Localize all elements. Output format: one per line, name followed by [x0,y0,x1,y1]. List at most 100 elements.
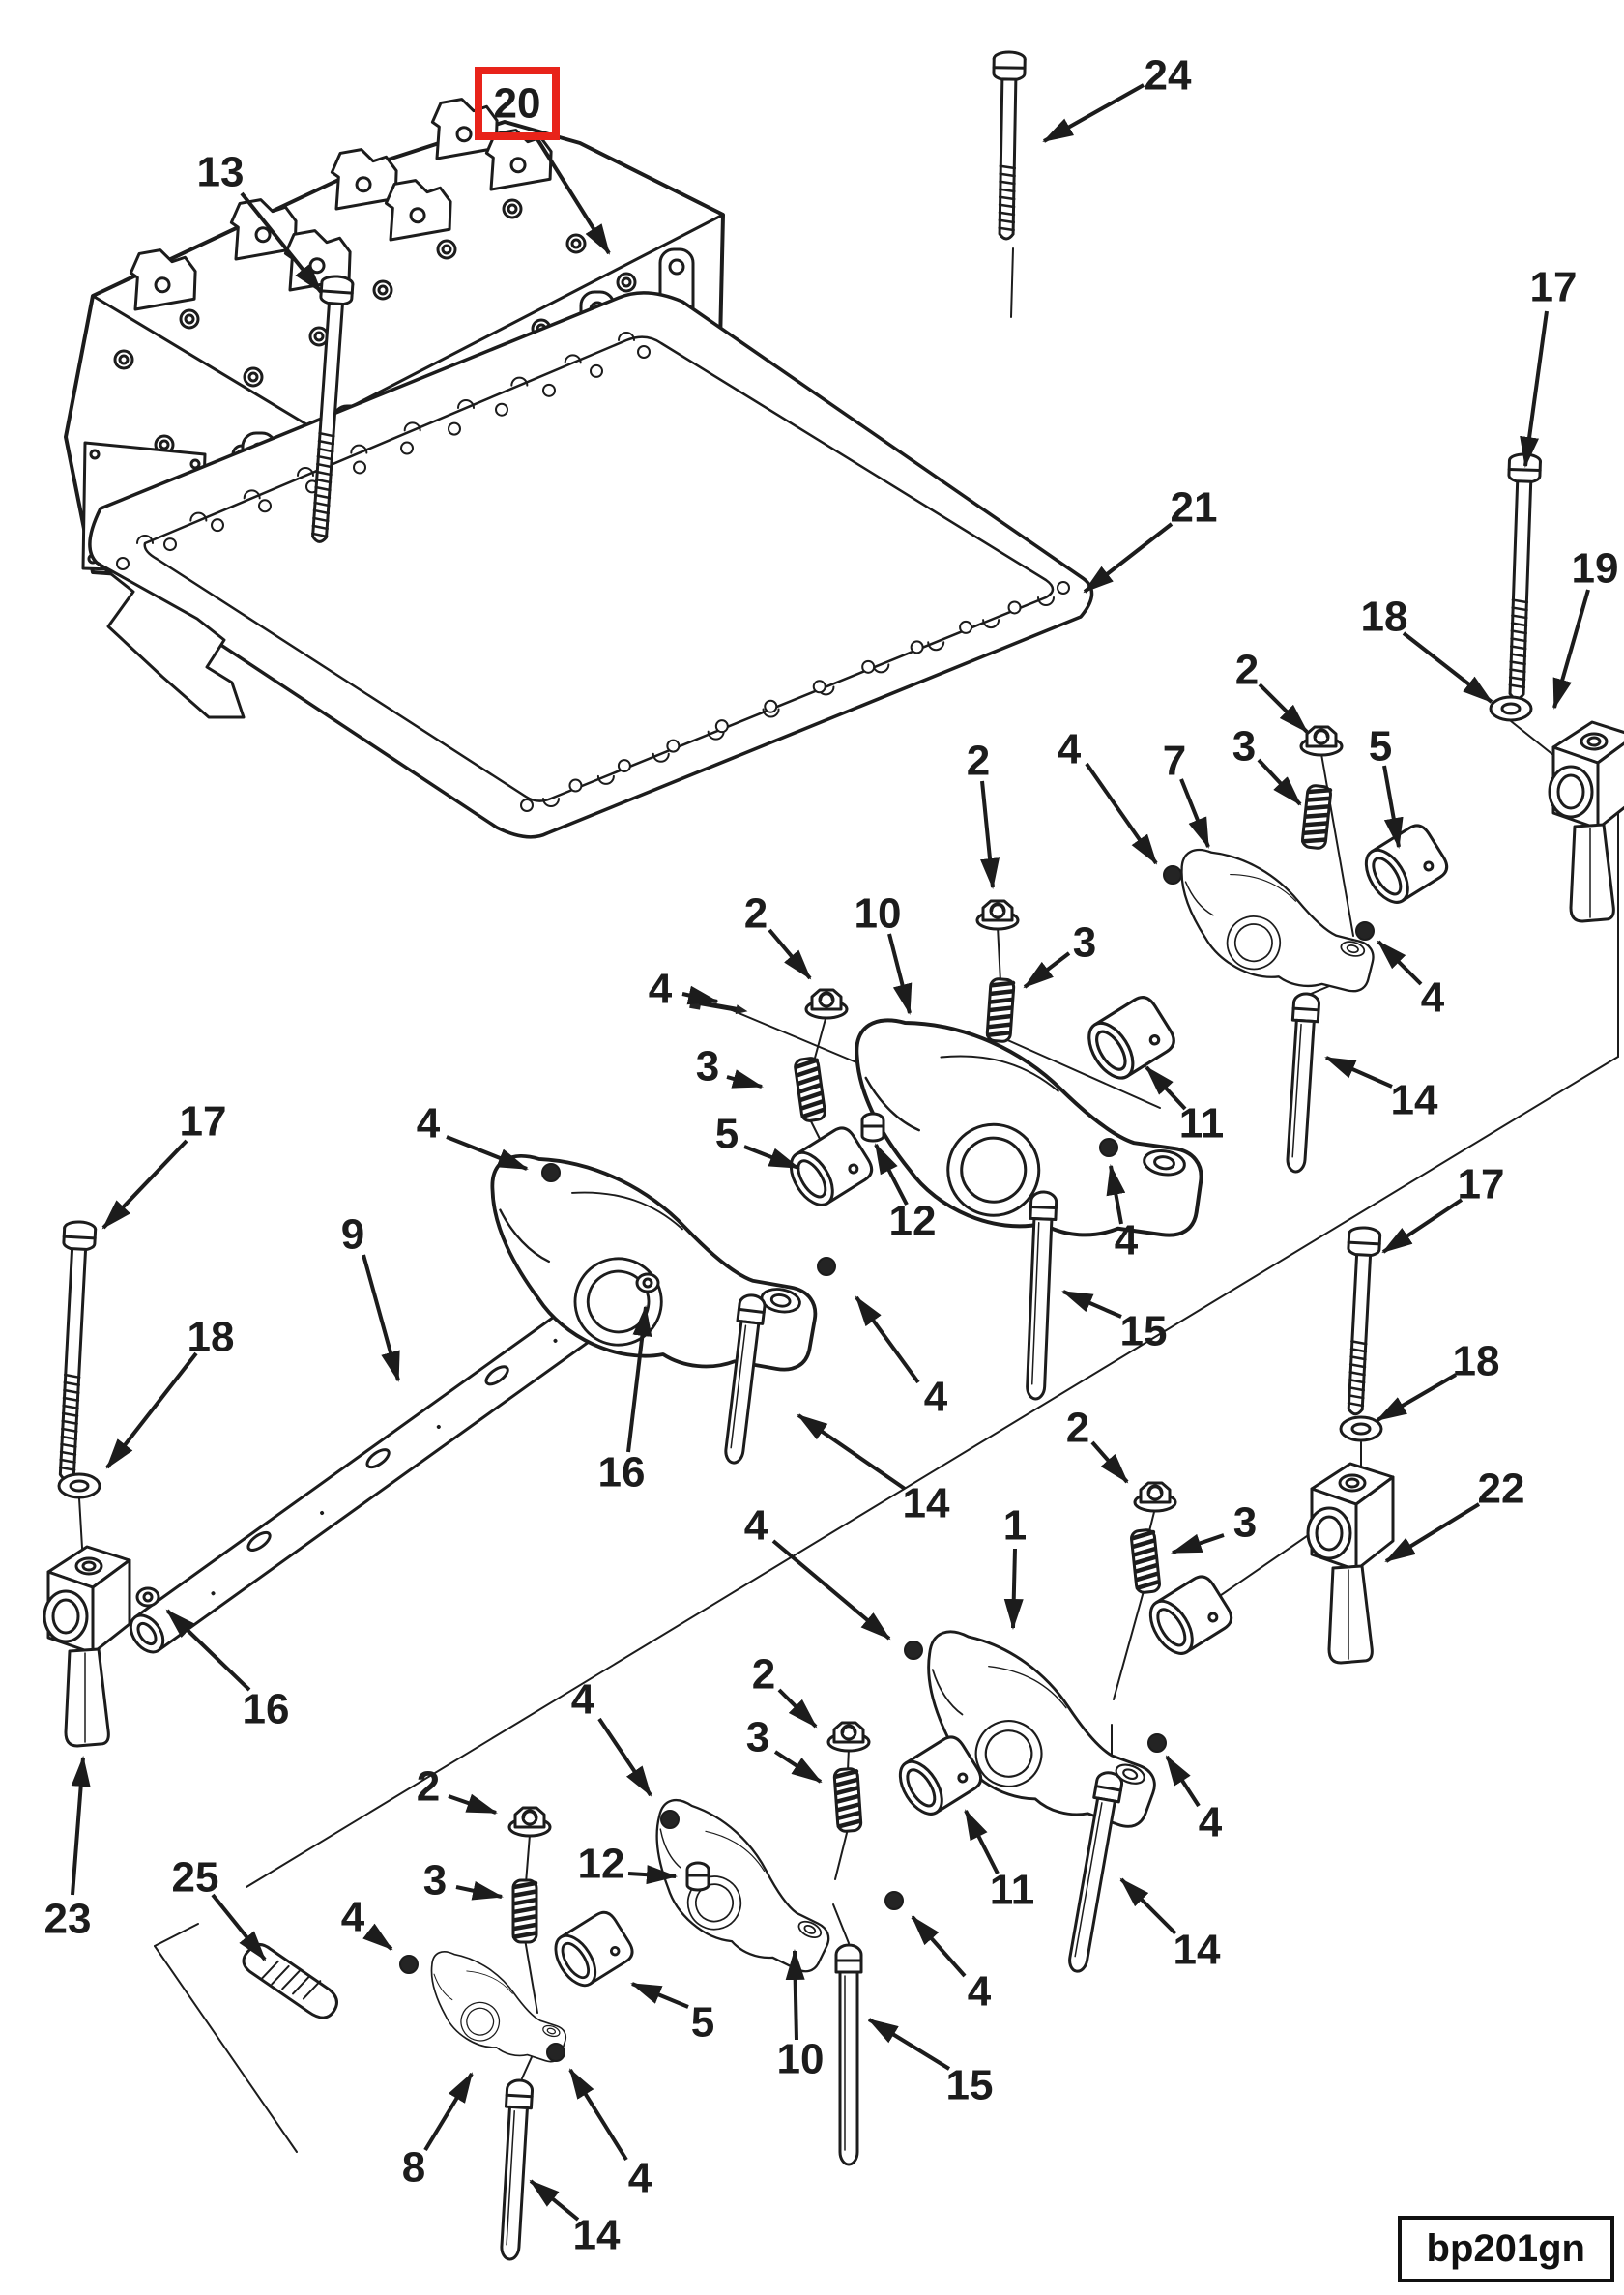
adjusting-ball [1099,1138,1118,1157]
callout-label-22: 22 [1478,1466,1525,1513]
callout-2: 2 [417,1763,498,1815]
callout-14: 14 [1324,1056,1438,1124]
callout-label-3: 3 [423,1857,447,1904]
callout-label-14: 14 [1174,1927,1221,1974]
adjusting-ball [904,1641,923,1660]
callout-2: 2 [967,738,1000,889]
callout-4: 4 [1377,940,1445,1022]
callout-18: 18 [1376,1338,1500,1422]
callout-label-7: 7 [1163,738,1186,785]
callout-3: 3 [746,1714,823,1784]
compression-spring [832,1767,863,1833]
callout-label-3: 3 [696,1043,719,1090]
callout-3: 3 [1171,1499,1257,1554]
callout-3: 3 [423,1857,504,1904]
push-rod [1068,1771,1123,1973]
callout-label-17: 17 [1530,264,1578,311]
flange-nut [1133,1481,1177,1513]
callout-18: 18 [105,1314,235,1469]
figure-code-badge: bp201gn [1397,2216,1614,2282]
hex-bolt [1507,452,1542,701]
callout-14: 14 [797,1413,950,1527]
callout-17: 17 [1381,1161,1504,1254]
callout-4: 4 [1058,726,1158,865]
callout-11: 11 [964,1809,1034,1914]
flange-nut [508,1806,552,1838]
callout-label-18: 18 [1361,594,1408,641]
callout-15: 15 [1061,1290,1167,1355]
callout-2: 2 [744,890,812,980]
callout-label-5: 5 [691,1999,714,2047]
callout-label-3: 3 [1233,1499,1257,1547]
push-rod [834,1943,863,2166]
bushing-sleeve [898,1735,983,1816]
callout-label-17: 17 [180,1098,227,1146]
callout-label-12: 12 [889,1198,937,1245]
callout-21: 21 [1083,484,1217,594]
callout-4: 4 [1106,1164,1139,1264]
compression-spring [1301,784,1333,850]
callout-label-9: 9 [341,1211,364,1259]
callout-label-23: 23 [44,1896,92,1943]
callout-label-4: 4 [744,1502,768,1550]
callout-4: 4 [568,2068,652,2202]
callout-4: 4 [1165,1755,1223,1846]
hex-bolt [992,50,1027,241]
callout-label-15: 15 [946,2062,994,2109]
adjusting-ball [660,1810,680,1829]
callout-label-25: 25 [172,1854,219,1902]
callout-10: 10 [855,890,913,1015]
callout-14: 14 [529,2179,621,2259]
callout-label-19: 19 [1572,545,1619,593]
callout-15: 15 [867,2018,994,2109]
bushing-sleeve [554,1910,634,1988]
callout-label-14: 14 [1391,1077,1438,1124]
callout-label-4: 4 [341,1894,365,1941]
callout-label-2: 2 [1066,1405,1089,1452]
adjusting-ball [399,1955,419,1974]
callout-label-4: 4 [649,966,673,1013]
callout-25: 25 [172,1854,267,1961]
callout-label-18: 18 [1453,1338,1500,1385]
push-rod [1286,992,1320,1174]
callout-5: 5 [1369,723,1404,849]
callout-5: 5 [715,1111,800,1170]
adjusting-ball [546,2043,566,2062]
adjusting-ball [1355,921,1375,941]
callout-label-13: 13 [197,149,245,196]
callout-label-14: 14 [903,1480,950,1527]
callout-label-11: 11 [1179,1100,1225,1148]
rocker-mount-tower [384,179,452,242]
callout-20: 20 [475,67,611,255]
rocker-arm [430,1951,567,2063]
callout-3: 3 [696,1043,764,1090]
callout-label-3: 3 [1073,919,1096,967]
callout-8: 8 [402,2072,474,2192]
flange-nut [975,899,1020,931]
callout-22: 22 [1384,1466,1525,1563]
bushing-sleeve [789,1126,874,1206]
callout-2: 2 [752,1651,818,1729]
callout-label-2: 2 [417,1763,440,1811]
callout-label-4: 4 [628,2155,652,2202]
callout-label-4: 4 [417,1100,441,1148]
rocker-mount-tower [129,248,197,311]
callout-11: 11 [1145,1065,1225,1148]
callout-2: 2 [1235,647,1309,734]
callout-label-18: 18 [188,1314,235,1361]
rocker-arm [1180,848,1375,993]
figure-code-text: bp201gn [1426,2227,1585,2270]
callout-4: 4 [744,1502,891,1641]
hex-bolt [58,1220,98,1482]
retainer-clip [242,1943,338,2019]
push-rod [500,2078,535,2261]
callout-label-2: 2 [1235,647,1259,694]
callout-1: 1 [1003,1502,1027,1630]
callout-17: 17 [102,1098,227,1230]
shaft-pedestal [43,1545,131,1748]
small-nut [635,1272,660,1293]
callout-label-12: 12 [578,1841,625,1888]
adjusting-ball [884,1891,904,1910]
callout-label-10: 10 [777,2036,825,2083]
